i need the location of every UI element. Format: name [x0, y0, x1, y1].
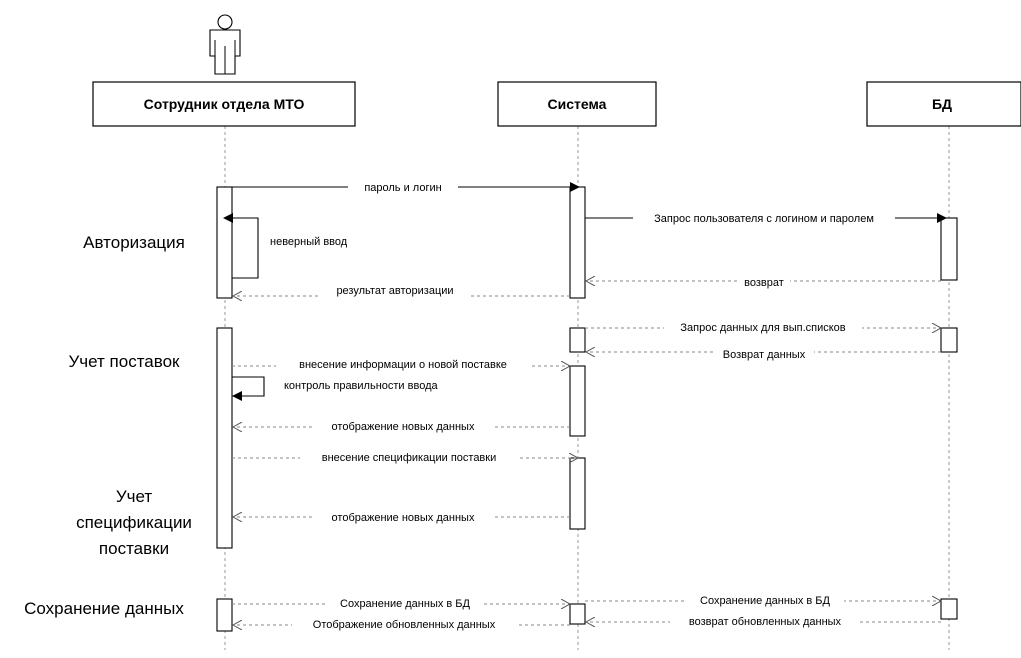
- message-display-updated-data: Отображение обновленных данных: [233, 618, 570, 631]
- participant-db-label: БД: [932, 96, 952, 112]
- message-login: пароль и логин: [232, 180, 580, 194]
- message-login-label: пароль и логин: [364, 182, 441, 194]
- message-display-new-data-1-label: отображение новых данных: [332, 421, 475, 433]
- message-spec-input: внесение спецификации поставки: [232, 451, 578, 464]
- participant-employee: Сотрудник отдела МТО: [92, 81, 356, 127]
- message-display-new-data-2: отображение новых данных: [233, 510, 570, 524]
- message-new-delivery-input-label: внесение информации о новой поставке: [299, 359, 507, 371]
- message-auth-result-label: результат авторизации: [336, 285, 453, 297]
- section-deliveries: Учет поставок: [69, 352, 181, 371]
- section-spec-line1: Учет: [116, 487, 153, 506]
- section-save: Сохранение данных: [24, 599, 184, 618]
- message-save-to-db-2-label: Сохранение данных в БД: [700, 595, 831, 607]
- message-return-label: возврат: [744, 277, 784, 289]
- message-display-updated-data-label: Отображение обновленных данных: [313, 619, 496, 631]
- participant-system-label: Система: [548, 96, 607, 112]
- participant-system: Система: [497, 81, 657, 127]
- message-list-data-request: Запрос данных для вып.списков: [585, 321, 941, 334]
- section-spec-line3: поставки: [99, 539, 169, 558]
- message-auth-result: результат авторизации: [233, 285, 570, 298]
- message-new-delivery-input: внесение информации о новой поставке: [232, 357, 570, 371]
- actor-icon: [209, 14, 241, 75]
- activation-db-lists: [940, 327, 958, 353]
- message-input-validation-label: контроль правильности ввода: [284, 380, 438, 392]
- message-invalid-input-label: неверный ввод: [270, 236, 348, 248]
- message-updated-data-return-label: возврат обновленных данных: [689, 616, 842, 628]
- message-spec-input-label: внесение спецификации поставки: [322, 452, 497, 464]
- activation-system-lists: [569, 327, 586, 353]
- message-input-validation: контроль правильности ввода: [232, 376, 438, 401]
- message-data-return: Возврат данных: [586, 348, 941, 361]
- message-display-new-data-1: отображение новых данных: [233, 420, 570, 433]
- activation-employee-deliveries: [216, 327, 233, 549]
- message-invalid-input: неверный ввод: [223, 213, 348, 279]
- section-auth: Авторизация: [83, 233, 185, 252]
- participant-employee-label: Сотрудник отдела МТО: [144, 96, 305, 112]
- activation-system-spec: [569, 457, 586, 530]
- message-save-to-db-1-label: Сохранение данных в БД: [340, 598, 471, 610]
- message-save-to-db-1: Сохранение данных в БД: [232, 597, 570, 610]
- message-display-new-data-2-label: отображение новых данных: [332, 512, 475, 524]
- activation-system-save: [569, 603, 586, 625]
- message-list-data-request-label: Запрос данных для вып.списков: [680, 322, 845, 334]
- section-spec-line2: спецификации: [76, 513, 192, 532]
- participant-db: БД: [866, 81, 1021, 127]
- message-user-request-label: Запрос пользователя с логином и паролем: [654, 213, 874, 225]
- activation-employee-auth: [216, 186, 233, 299]
- message-user-request: Запрос пользователя с логином и паролем: [585, 211, 947, 225]
- activation-employee-save: [216, 598, 233, 632]
- activation-db-save: [940, 598, 958, 620]
- activation-system-deliveries: [569, 365, 586, 437]
- activation-system-auth: [569, 186, 586, 299]
- message-save-to-db-2: Сохранение данных в БД: [585, 594, 941, 607]
- activation-db-auth: [940, 217, 958, 281]
- message-updated-data-return: возврат обновленных данных: [586, 615, 941, 628]
- message-data-return-label: Возврат данных: [723, 349, 806, 361]
- message-return: возврат: [586, 275, 941, 289]
